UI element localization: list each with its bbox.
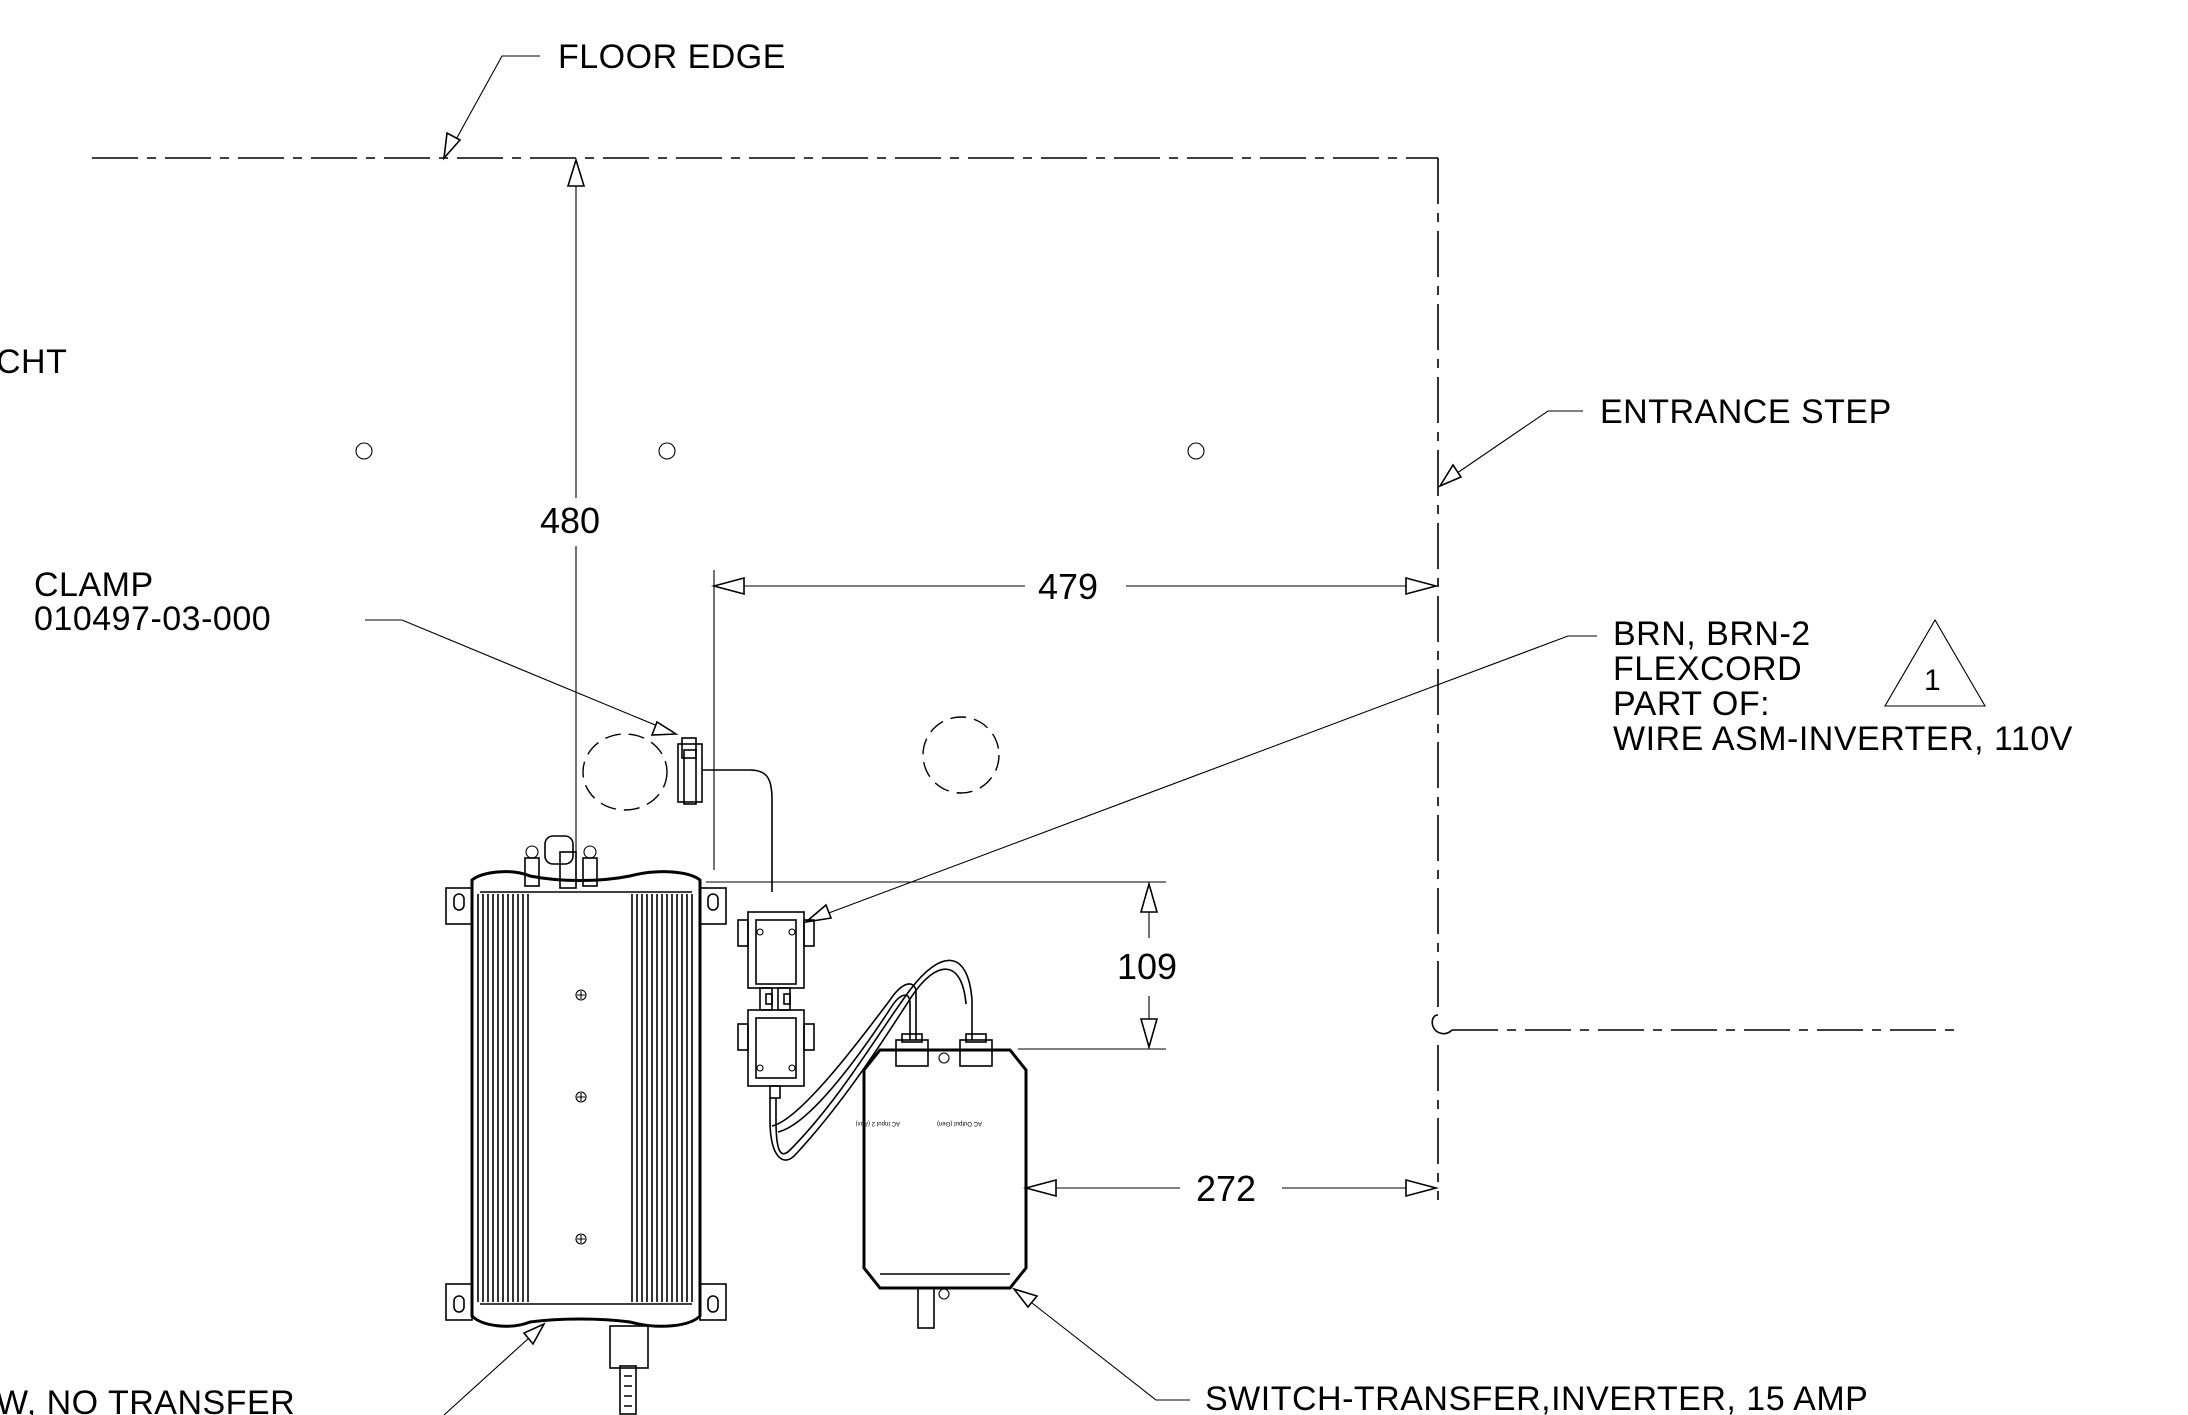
flexcord-line-1: BRN, BRN-2 (1613, 615, 1811, 653)
hidden-cutouts (582, 716, 1000, 811)
clamp-body (677, 737, 773, 892)
dimension-109: 109 (706, 881, 1177, 1050)
revision-triangle: 1 (1884, 618, 1986, 707)
dimension-272-value: 272 (1196, 1168, 1256, 1209)
switch-transfer-label: SWITCH-TRANSFER,INVERTER, 15 AMP (1205, 1380, 1868, 1415)
clamp-title: CLAMP (34, 566, 154, 604)
flexcord-line-4: WIRE ASM-INVERTER, 110V (1613, 720, 2073, 758)
entrance-step-label: ENTRANCE STEP (1600, 393, 1892, 431)
floor-edge-callout: FLOOR EDGE (442, 38, 786, 161)
dimension-479-value: 479 (1038, 566, 1098, 607)
inverter-outlet (609, 1325, 649, 1415)
switch-ac-output-text: AC Output (Gen) (937, 1120, 982, 1126)
left-cut-label-bottom: W, NO TRANSFER (0, 1384, 295, 1415)
flexcord-connector (737, 911, 815, 1099)
clamp-callout: CLAMP 010497-03-000 (34, 566, 679, 736)
inverter (445, 835, 727, 1415)
inverter-mounting-tabs (445, 887, 727, 1321)
dimension-109-value: 109 (1117, 946, 1177, 987)
dimension-479: 479 (710, 566, 1440, 870)
dimension-272: 272 (1022, 1168, 1440, 1209)
floor-edge-label: FLOOR EDGE (558, 38, 786, 76)
floor-outline (92, 157, 1962, 1200)
dimension-480-value: 480 (540, 500, 600, 541)
flexcord-callout: BRN, BRN-2 FLEXCORD PART OF: WIRE ASM-IN… (803, 615, 2073, 924)
inverter-fins-right (631, 894, 693, 1302)
mounting-holes (355, 442, 1205, 460)
inverter-screws (575, 989, 587, 1245)
entrance-step-callout: ENTRANCE STEP (1437, 393, 1892, 488)
clamp-part-number: 010497-03-000 (34, 600, 271, 638)
flexcord-line-3: PART OF: (1613, 685, 1770, 723)
dimension-480: 480 (540, 157, 600, 886)
switch-transfer-box: AC Input 2 (Aux) AC Output (Gen) (856, 1033, 1028, 1329)
flexcord-line-2: FLEXCORD (1613, 650, 1802, 688)
revision-number: 1 (1924, 664, 1941, 697)
switch-transfer-callout: SWITCH-TRANSFER,INVERTER, 15 AMP (1011, 1287, 1868, 1415)
switch-ac-input-text: AC Input 2 (Aux) (856, 1120, 900, 1126)
left-cut-label-top: CHT (0, 343, 67, 381)
left-edge-labels: CHT W, NO TRANSFER (0, 343, 546, 1415)
inverter-fins-left (477, 894, 529, 1302)
